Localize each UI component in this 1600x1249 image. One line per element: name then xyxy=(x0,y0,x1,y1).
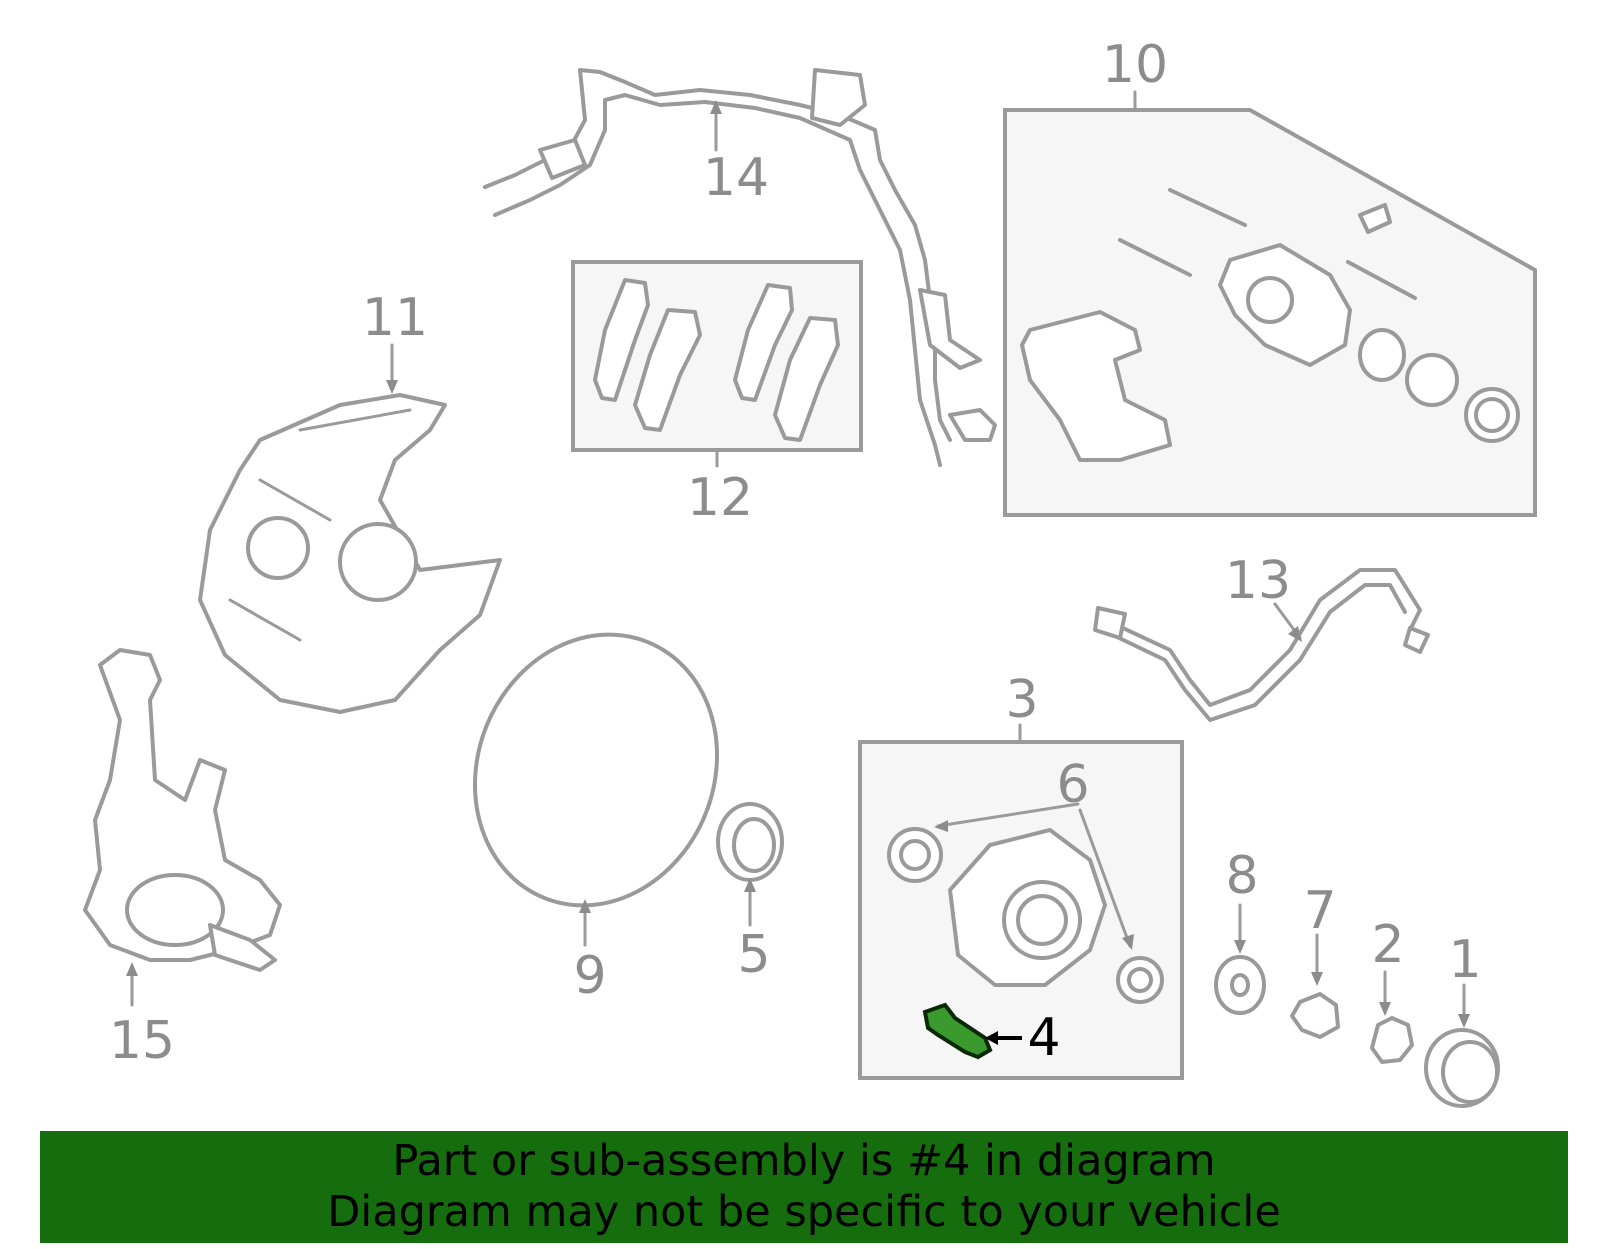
callout-3: 3 xyxy=(1005,670,1038,730)
callout-9: 9 xyxy=(573,946,606,1006)
part-9-o-ring xyxy=(472,632,720,908)
part-8-washer xyxy=(1214,955,1266,1015)
leader-lines xyxy=(126,90,1470,1045)
part-1-hub-cap xyxy=(1424,1028,1500,1108)
part-5-seal xyxy=(716,802,784,882)
part-4-wheel-stud xyxy=(922,1002,993,1060)
callout-8: 8 xyxy=(1225,846,1258,906)
banner-line-1: Part or sub-assembly is #4 in diagram xyxy=(392,1136,1216,1186)
callout-13: 13 xyxy=(1225,551,1291,611)
part-15-steering-knuckle xyxy=(83,648,282,972)
part-3-hub-assembly xyxy=(948,828,1107,987)
callout-5: 5 xyxy=(737,925,770,985)
part-14-abs-sensor-wire xyxy=(483,68,997,467)
callout-11: 11 xyxy=(362,288,428,348)
part-2-cap-nut xyxy=(1370,1016,1414,1064)
part-12-brake-pads xyxy=(593,278,840,442)
info-banner: Part or sub-assembly is #4 in diagram Di… xyxy=(40,1131,1568,1243)
part-7-nut xyxy=(1290,992,1340,1039)
banner-line-2: Diagram may not be specific to your vehi… xyxy=(327,1187,1281,1237)
callout-14: 14 xyxy=(703,148,769,208)
callout-15: 15 xyxy=(109,1011,175,1071)
callout-2: 2 xyxy=(1371,915,1404,975)
callout-7: 7 xyxy=(1303,881,1336,941)
part-13-brake-hose xyxy=(1093,568,1430,722)
callout-1: 1 xyxy=(1448,930,1481,990)
part-10-caliper-components xyxy=(1020,188,1520,462)
part-11-dust-shield xyxy=(198,393,502,714)
part-6-bearings xyxy=(887,827,1164,1004)
callout-12: 12 xyxy=(687,468,753,528)
callout-6: 6 xyxy=(1056,755,1089,815)
callout-4-highlighted: 4 xyxy=(1027,1008,1060,1068)
callout-10: 10 xyxy=(1102,35,1168,95)
